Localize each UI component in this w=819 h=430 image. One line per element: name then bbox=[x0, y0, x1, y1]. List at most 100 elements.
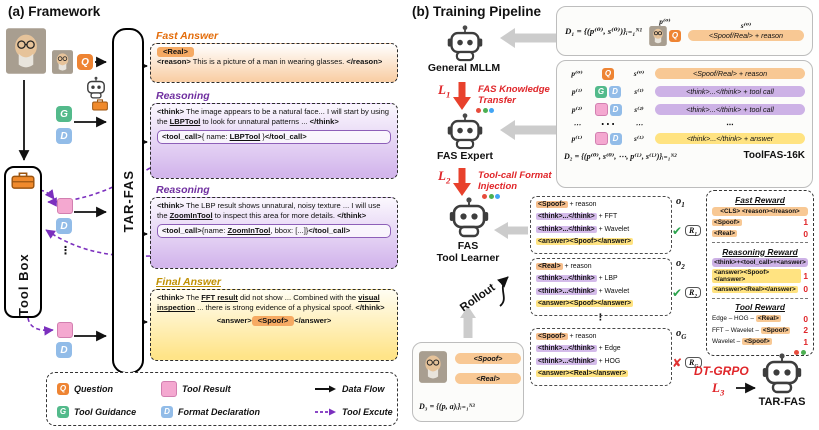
tool-box-label: Tool Box bbox=[15, 253, 31, 316]
output-line: <think>...</think> + Wavelet bbox=[536, 224, 666, 236]
tool-call-body: , bbox: [...]} bbox=[270, 225, 309, 235]
tarfas-pill-label: TAR-FAS bbox=[120, 169, 136, 233]
general-mllm-robot-icon bbox=[447, 24, 483, 67]
line-rest: + LBP bbox=[596, 275, 618, 283]
rollout-output-g: <Spoof> + reason <think>...</think> + Ed… bbox=[530, 328, 672, 386]
ellipsis: ⋯ bbox=[573, 119, 581, 129]
general-mllm-label: General MLLM bbox=[427, 62, 501, 74]
loss2-symbol: L2 bbox=[438, 168, 450, 185]
check-mark: ✔ bbox=[672, 286, 683, 300]
tool-call-body: } bbox=[260, 131, 265, 141]
reason-open-tag: <reason> bbox=[157, 57, 191, 67]
tool-guidance-badge: G bbox=[56, 106, 72, 122]
tool-call-close-tag: </tool_call> bbox=[308, 225, 351, 235]
dataset3-face bbox=[419, 351, 447, 388]
tool-name: LBPTool bbox=[169, 117, 201, 127]
final-answer-box: <think> The FFT result did not show ... … bbox=[150, 289, 398, 361]
mini-toolbox-icon bbox=[92, 98, 108, 116]
row-content-chip: <Spoof/Real> + reason bbox=[655, 68, 805, 79]
rollout-label: Rollout bbox=[458, 281, 498, 315]
legend-label: Question bbox=[74, 383, 114, 394]
o-subscript: 1 bbox=[681, 201, 685, 210]
reward-row: FFT – Wavelet – <Spoof>2 bbox=[712, 325, 808, 335]
spoof-tag-chip: <Spoof> bbox=[251, 315, 295, 327]
tool-box: Tool Box bbox=[4, 166, 42, 318]
output-line: <answer><Real></answer> bbox=[536, 368, 666, 380]
output-line: <think>...</think> + Edge bbox=[536, 343, 666, 355]
line-rest: + Wavelet bbox=[596, 287, 630, 295]
answer-open-tag: <answer> bbox=[216, 315, 252, 325]
format-declaration-badge: D bbox=[161, 405, 173, 418]
spoof-tag: <Spoof> bbox=[742, 338, 772, 345]
answer-spoof-tag: <answer><Spoof></answer> bbox=[712, 268, 802, 283]
dataset2-row: p⁽ᴸ⁾ D s⁽ᴸ⁾ <think>...</think> + answer bbox=[564, 130, 805, 147]
legend-label: Tool Result bbox=[182, 383, 231, 394]
question-badge: Q bbox=[602, 67, 614, 80]
s0-label: s⁽⁰⁾ bbox=[740, 21, 752, 30]
robot-badge-dots bbox=[476, 108, 494, 113]
r-letter: R bbox=[689, 358, 695, 367]
think-close-tag: </think> bbox=[309, 117, 339, 127]
fas-expert-label: FAS Expert bbox=[436, 150, 494, 162]
tool-call-name: ZoomInTool bbox=[227, 225, 271, 235]
prompt-icons: Q bbox=[649, 25, 681, 46]
output-line: <think>...</think> + LBP bbox=[536, 273, 666, 285]
ellipsis-vertical: ⋮ bbox=[60, 245, 71, 257]
spoof-tag: <Spoof> bbox=[712, 218, 742, 226]
think-close-tag: </think> bbox=[337, 211, 367, 221]
reward-value: 0 bbox=[803, 228, 808, 239]
output-line: <think>...</think> + HOG bbox=[536, 356, 666, 368]
prompt-badges: D bbox=[593, 132, 623, 145]
tool-name: ZoomInTool bbox=[169, 211, 213, 221]
cls-tag: <Spoof> bbox=[536, 333, 568, 340]
tool-reward-header: Tool Reward bbox=[735, 302, 785, 312]
reward-value: 1 bbox=[803, 217, 808, 227]
think-tag: <think>...</think> bbox=[536, 213, 597, 221]
prompt-badges: D bbox=[593, 103, 623, 116]
robot-badge-dots bbox=[482, 194, 500, 199]
loss3-symbol: L3 bbox=[712, 380, 724, 397]
ellipsis: ⋯ bbox=[726, 119, 734, 129]
final-answer-think: <think> The FFT result did not show ... … bbox=[157, 293, 391, 314]
loss2-label-line1: Tool-call Format bbox=[478, 170, 552, 181]
answer-tag: <answer><Real></answer> bbox=[536, 369, 629, 377]
reasoning-reward-header: Reasoning Reward bbox=[722, 246, 798, 257]
loss-letter: L bbox=[712, 380, 720, 395]
o-letter: o bbox=[676, 328, 682, 339]
legend-label: Format Declaration bbox=[178, 406, 261, 417]
tool-result-square bbox=[161, 380, 177, 397]
output-line: <Spoof> + reason bbox=[536, 199, 666, 211]
reward-row: <Real>0 bbox=[712, 229, 808, 239]
cls-tag: <Spoof> bbox=[536, 201, 568, 208]
answer-tag: <answer><Spoof></answer> bbox=[536, 299, 634, 307]
tarfas-pill: TAR-FAS bbox=[112, 28, 144, 374]
p-label: p⁽¹⁾ bbox=[571, 87, 583, 96]
legend-format-declaration: D Format Declaration bbox=[161, 405, 311, 418]
line-rest: + Wavelet bbox=[596, 225, 630, 233]
face-image bbox=[6, 28, 46, 74]
tool-guidance-badge: G bbox=[57, 405, 69, 418]
check-mark: ✔ bbox=[672, 224, 683, 238]
line-rest: + FFT bbox=[596, 213, 618, 221]
think-text: to inspect this area for more details. bbox=[212, 211, 338, 221]
format-declaration-badge: D bbox=[609, 103, 622, 116]
reward-row: <answer><Spoof></answer>1 bbox=[712, 268, 808, 283]
loss1-label-line1: FAS Knowledge bbox=[478, 84, 550, 95]
tool-result-square bbox=[57, 322, 73, 338]
fas-tool-learner-label: FAS Tool Learner bbox=[420, 240, 516, 264]
dataset3-box: <Spoof> <Real> D₃ = {(p, a)ᵢ}ᵢ₌₁ᴺ³ bbox=[412, 342, 524, 422]
reward-value: 2 bbox=[803, 325, 808, 335]
reward-value: 1 bbox=[803, 336, 808, 347]
input-face-photo bbox=[6, 26, 46, 81]
fas-tool-learner-line2: Tool Learner bbox=[436, 252, 500, 265]
loss2-label: Tool-call Format Injection bbox=[478, 170, 552, 192]
divider bbox=[712, 242, 808, 243]
legend-tool-guidance: G Tool Guidance bbox=[57, 405, 157, 418]
black-arrow-icon bbox=[315, 385, 336, 392]
rollout-output-2: <Real> + reason <think>...</think> + LBP… bbox=[530, 258, 672, 316]
reward-row: Wavelet – <Spoof>1 bbox=[712, 337, 808, 347]
o-letter: o bbox=[676, 196, 682, 207]
ellipsis-vertical: ⋮ bbox=[596, 312, 605, 322]
tool-result-square bbox=[57, 198, 73, 214]
divider bbox=[712, 297, 808, 299]
